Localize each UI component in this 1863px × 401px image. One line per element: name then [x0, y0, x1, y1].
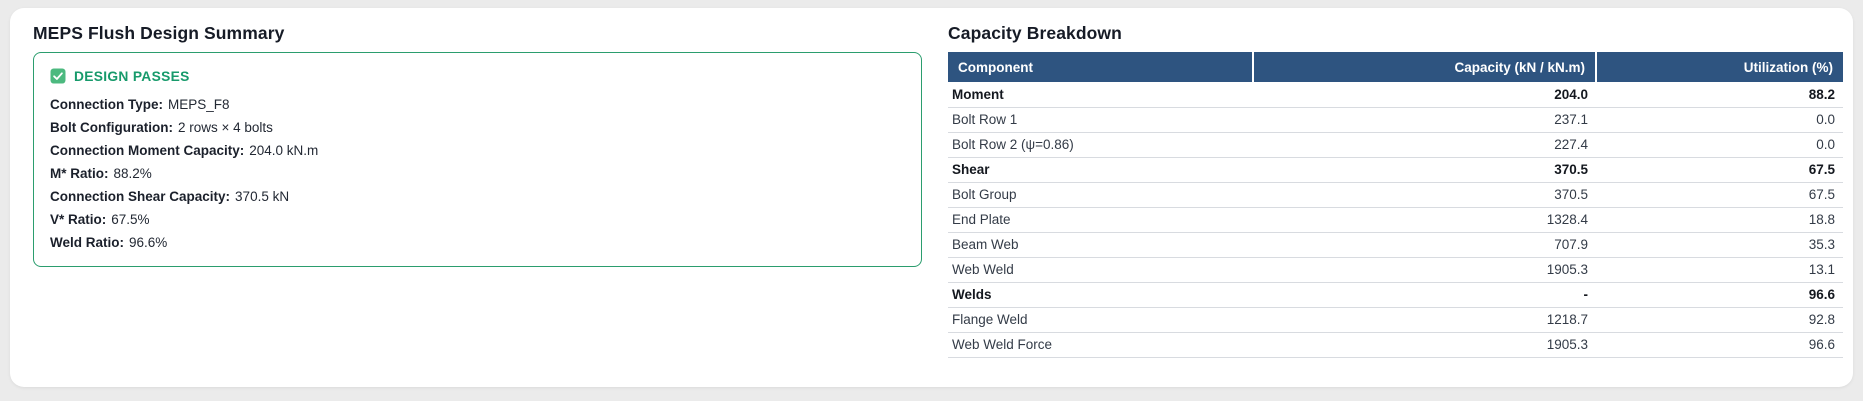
- cell-capacity: 370.5: [1253, 182, 1596, 208]
- cell-capacity: 237.1: [1253, 107, 1596, 133]
- table-row: Moment 204.0 88.2: [948, 82, 1843, 108]
- cell-capacity: 1905.3: [1253, 332, 1596, 358]
- header-capacity: Capacity (kN / kN.m): [1253, 52, 1597, 82]
- field-label: M* Ratio:: [50, 166, 109, 181]
- table-row: Bolt Row 1 237.1 0.0: [948, 107, 1843, 133]
- field-label: Connection Moment Capacity:: [50, 143, 245, 158]
- field-value: MEPS_F8: [168, 97, 230, 112]
- cell-utilization: 18.8: [1596, 207, 1843, 233]
- summary-fields: Connection Type: MEPS_F8 Bolt Configurati…: [50, 93, 905, 254]
- design-summary-title: MEPS Flush Design Summary: [33, 23, 285, 43]
- field-value: 88.2%: [113, 166, 152, 181]
- check-icon: [50, 68, 66, 84]
- summary-field: Weld Ratio: 96.6%: [50, 231, 905, 254]
- cell-component: Bolt Row 2 (ψ=0.86): [948, 132, 1253, 158]
- cell-component: End Plate: [948, 207, 1253, 233]
- field-value: 204.0 kN.m: [249, 143, 319, 158]
- cell-component: Moment: [948, 82, 1253, 108]
- table-row: Bolt Group 370.5 67.5: [948, 182, 1843, 208]
- summary-field: Connection Moment Capacity: 204.0 kN.m: [50, 139, 905, 162]
- capacity-table-head: Component Capacity (kN / kN.m) Utilizati…: [948, 52, 1843, 82]
- table-row: Flange Weld 1218.7 92.8: [948, 307, 1843, 333]
- cell-capacity: 370.5: [1253, 157, 1596, 183]
- header-utilization: Utilization (%): [1596, 52, 1843, 82]
- table-row: Welds - 96.6: [948, 282, 1843, 308]
- field-value: 370.5 kN: [235, 189, 290, 204]
- table-row: Bolt Row 2 (ψ=0.86) 227.4 0.0: [948, 132, 1843, 158]
- cell-capacity: 227.4: [1253, 132, 1596, 158]
- table-row: Beam Web 707.9 35.3: [948, 232, 1843, 258]
- cell-utilization: 0.0: [1596, 132, 1843, 158]
- cell-component: Bolt Row 1: [948, 107, 1253, 133]
- cell-capacity: 707.9: [1253, 232, 1596, 258]
- cell-utilization: 67.5: [1596, 182, 1843, 208]
- cell-component: Welds: [948, 282, 1253, 308]
- cell-utilization: 67.5: [1596, 157, 1843, 183]
- field-value: 67.5%: [111, 212, 150, 227]
- table-row: Shear 370.5 67.5: [948, 157, 1843, 183]
- cell-component: Shear: [948, 157, 1253, 183]
- cell-utilization: 35.3: [1596, 232, 1843, 258]
- design-status-box: DESIGN PASSES Connection Type: MEPS_F8 Bo…: [33, 52, 922, 267]
- table-row: End Plate 1328.4 18.8: [948, 207, 1843, 233]
- cell-component: Flange Weld: [948, 307, 1253, 333]
- field-value: 2 rows × 4 bolts: [177, 120, 273, 135]
- cell-utilization: 0.0: [1596, 107, 1843, 133]
- cell-component: Web Weld Force: [948, 332, 1253, 358]
- field-label: V* Ratio:: [50, 212, 107, 227]
- cell-utilization: 13.1: [1596, 257, 1843, 283]
- cell-capacity: 1328.4: [1253, 207, 1596, 233]
- design-results-card: MEPS Flush Design Summary DESIGN PASSES …: [10, 8, 1853, 387]
- design-status: DESIGN PASSES: [50, 68, 905, 84]
- cell-utilization: 96.6: [1596, 282, 1843, 308]
- capacity-breakdown-panel: Capacity Breakdown Component Capacity (k…: [948, 21, 1843, 374]
- cell-component: Beam Web: [948, 232, 1253, 258]
- field-value: 96.6%: [129, 235, 168, 250]
- cell-component: Web Weld: [948, 257, 1253, 283]
- capacity-breakdown-title: Capacity Breakdown: [948, 23, 1122, 43]
- cell-utilization: 88.2: [1596, 82, 1843, 108]
- summary-field: V* Ratio: 67.5%: [50, 208, 905, 231]
- summary-field: Connection Shear Capacity: 370.5 kN: [50, 185, 905, 208]
- header-component: Component: [948, 52, 1254, 82]
- design-summary-panel: MEPS Flush Design Summary DESIGN PASSES …: [33, 21, 922, 374]
- field-label: Weld Ratio:: [50, 235, 124, 250]
- cell-capacity: 1905.3: [1253, 257, 1596, 283]
- capacity-table-body: Moment 204.0 88.2 Bolt Row 1 237.1 0.0 B…: [948, 82, 1843, 358]
- field-label: Connection Shear Capacity:: [50, 189, 231, 204]
- table-row: Web Weld 1905.3 13.1: [948, 257, 1843, 283]
- table-row: Web Weld Force 1905.3 96.6: [948, 332, 1843, 358]
- cell-utilization: 96.6: [1596, 332, 1843, 358]
- summary-field: M* Ratio: 88.2%: [50, 162, 905, 185]
- cell-capacity: 1218.7: [1253, 307, 1596, 333]
- cell-capacity: 204.0: [1253, 82, 1596, 108]
- capacity-table: Component Capacity (kN / kN.m) Utilizati…: [948, 52, 1843, 358]
- summary-field: Connection Type: MEPS_F8: [50, 93, 905, 116]
- field-label: Connection Type:: [50, 97, 163, 112]
- cell-utilization: 92.8: [1596, 307, 1843, 333]
- summary-field: Bolt Configuration: 2 rows × 4 bolts: [50, 116, 905, 139]
- cell-capacity: -: [1253, 282, 1596, 308]
- design-status-label: DESIGN PASSES: [74, 68, 190, 84]
- header-row: Component Capacity (kN / kN.m) Utilizati…: [948, 52, 1843, 82]
- field-label: Bolt Configuration:: [50, 120, 173, 135]
- cell-component: Bolt Group: [948, 182, 1253, 208]
